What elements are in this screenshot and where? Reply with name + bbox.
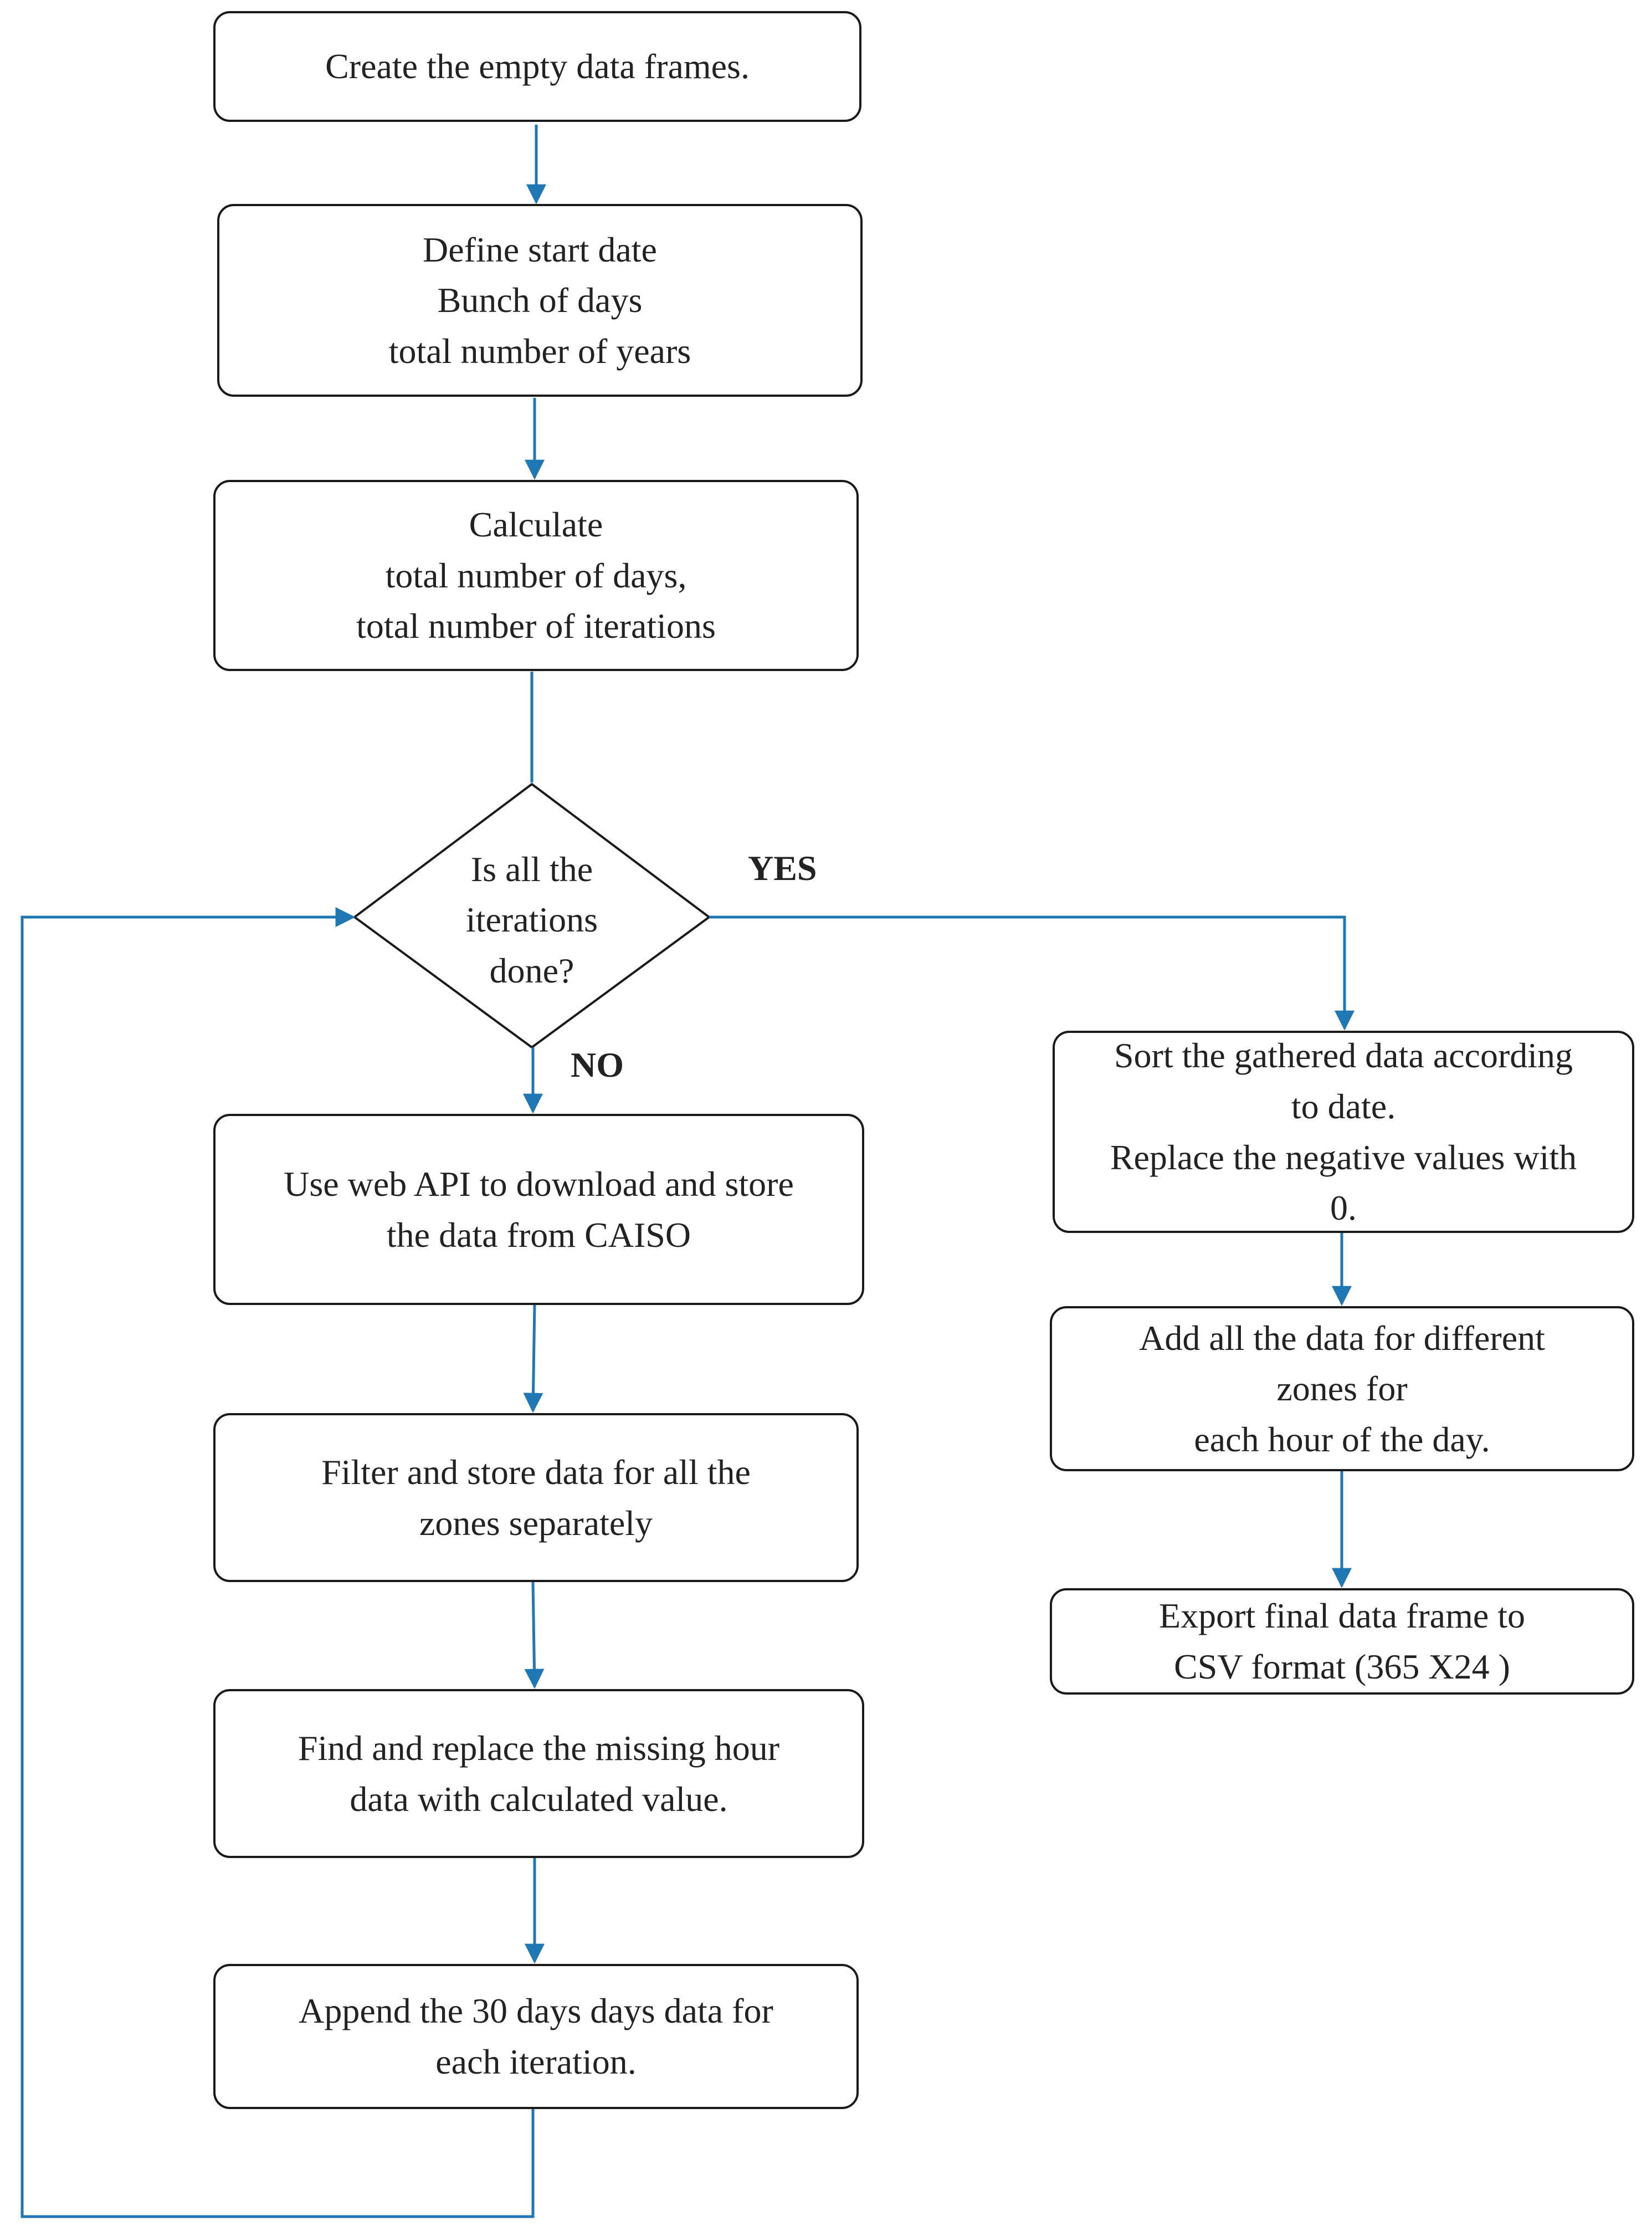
append-line-1: Append the 30 days days data for — [299, 1991, 773, 2031]
loop-back-arrow — [20, 907, 535, 2218]
decision-text: Is all the iterations done? — [355, 837, 709, 1003]
sort-data-box: Sort the gathered data according to date… — [1053, 1031, 1634, 1233]
define-line-1: Define start date — [423, 229, 657, 269]
define-line-2: Bunch of days — [437, 280, 643, 320]
arrow-webapi-to-filter — [523, 1304, 543, 1413]
define-line-3: total number of years — [388, 331, 691, 371]
decision-line-1: Is all the — [470, 849, 593, 889]
filter-line-2: zones separately — [419, 1503, 653, 1543]
sort-line-4: 0. — [1330, 1188, 1357, 1228]
web-api-line-2: the data from CAISO — [386, 1215, 691, 1255]
export-csv-box: Export final data frame to CSV format (3… — [1050, 1588, 1634, 1695]
add-zones-box: Add all the data for different zones for… — [1050, 1306, 1634, 1471]
replace-line-1: Find and replace the missing hour — [297, 1728, 780, 1768]
define-parameters-box: Define start date Bunch of days total nu… — [217, 204, 863, 397]
decision-line-3: done? — [489, 950, 574, 990]
create-data-frames-box: Create the empty data frames. — [213, 11, 861, 122]
export-line-2: CSV format (365 X24 ) — [1174, 1647, 1510, 1686]
add-line-3: each hour of the day. — [1194, 1419, 1490, 1459]
yes-label: YES — [748, 848, 817, 888]
create-line-1: Create the empty data frames. — [325, 47, 750, 86]
replace-missing-box: Find and replace the missing hour data w… — [213, 1689, 864, 1858]
yes-branch-arrow — [709, 915, 1355, 1031]
calculate-line-2: total number of days, — [385, 555, 687, 595]
no-label: NO — [571, 1045, 624, 1084]
web-api-download-box: Use web API to download and store the da… — [213, 1114, 864, 1305]
sort-line-3: Replace the negative values with — [1110, 1137, 1577, 1177]
sort-line-1: Sort the gathered data according — [1114, 1036, 1573, 1076]
filter-line-1: Filter and store data for all the — [321, 1452, 751, 1492]
replace-line-2: data with calculated value. — [350, 1779, 728, 1819]
filter-zones-box: Filter and store data for all the zones … — [213, 1413, 859, 1582]
append-line-2: each iteration. — [435, 2042, 637, 2081]
export-line-1: Export final data frame to — [1158, 1596, 1526, 1636]
calculate-line-1: Calculate — [469, 505, 603, 545]
arrow-filter-to-replace — [524, 1582, 545, 1689]
calculate-box: Calculate total number of days, total nu… — [213, 480, 859, 671]
add-line-2: zones for — [1276, 1369, 1408, 1409]
calculate-line-3: total number of iterations — [356, 606, 716, 646]
append-data-box: Append the 30 days days data for each it… — [213, 1964, 859, 2109]
sort-line-2: to date. — [1291, 1086, 1396, 1126]
add-line-1: Add all the data for different — [1139, 1318, 1545, 1358]
decision-line-2: iterations — [465, 900, 598, 940]
web-api-line-1: Use web API to download and store — [284, 1164, 794, 1204]
